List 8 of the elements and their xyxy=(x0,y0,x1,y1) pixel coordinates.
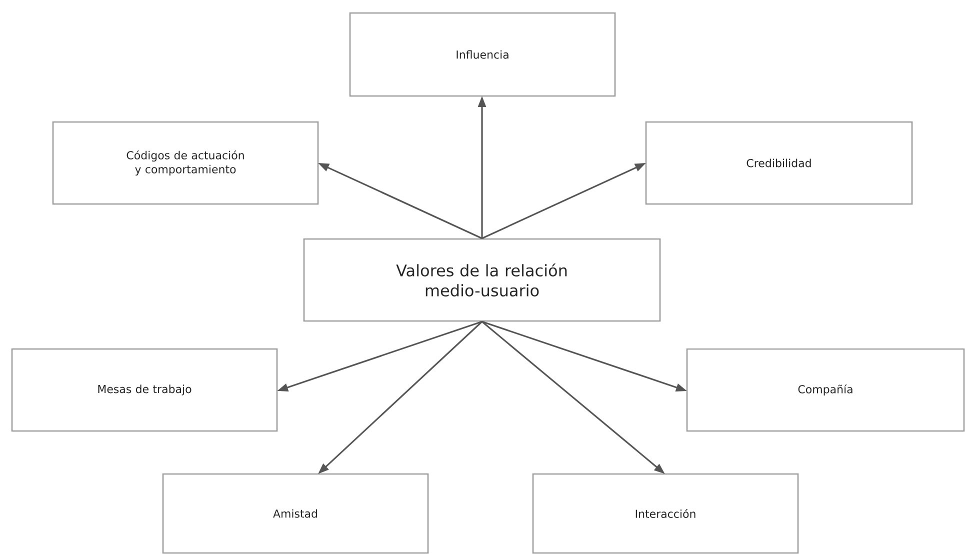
concept-box: Influencia xyxy=(349,12,616,97)
central-box: Valores de la relación medio-usuario xyxy=(303,238,661,322)
concept-box: Códigos de actuación y comportamiento xyxy=(52,121,319,205)
concept-box: Amistad xyxy=(162,473,429,554)
concept-box: Interacción xyxy=(532,473,799,554)
concept-box: Compañía xyxy=(686,348,965,432)
concept-box: Credibilidad xyxy=(645,121,913,205)
concept-box: Mesas de trabajo xyxy=(11,348,278,432)
